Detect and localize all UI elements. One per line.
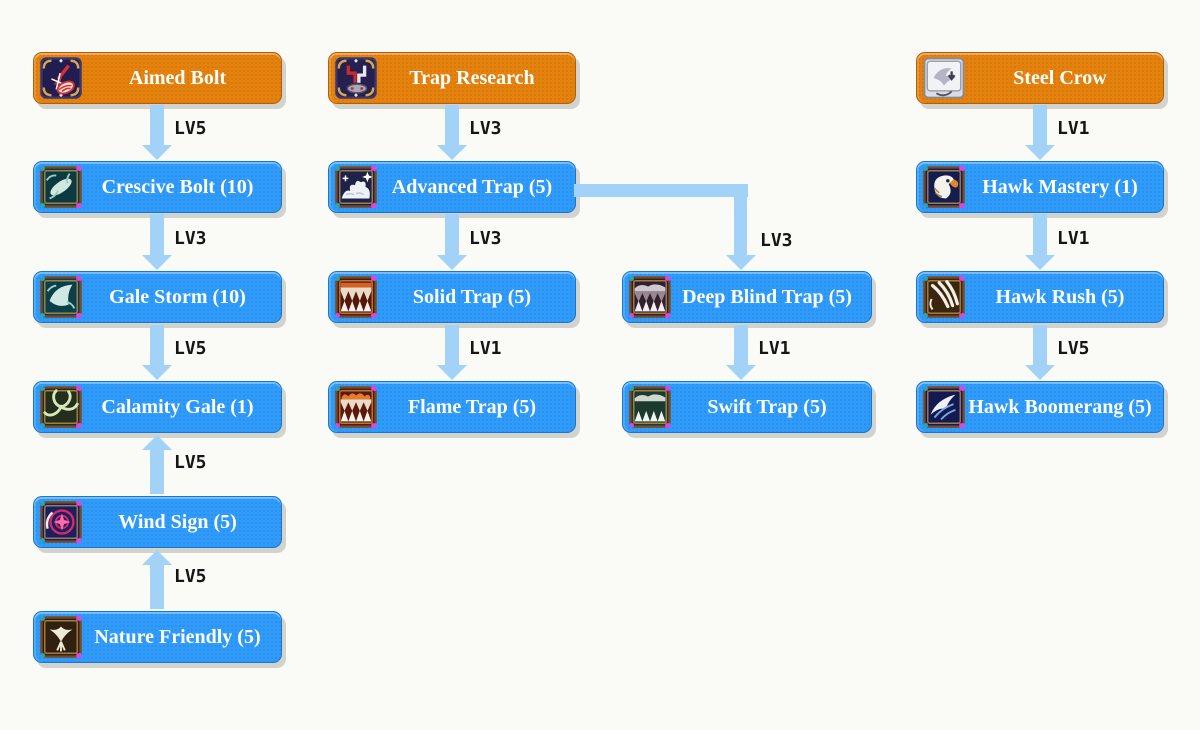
skill-node-aimed-bolt[interactable]: Aimed Bolt: [33, 52, 282, 104]
hawk-mastery-icon: [923, 166, 965, 208]
skill-node-deep-blind-trap[interactable]: Deep Blind Trap (5): [622, 271, 872, 323]
wind-sign-icon: [40, 501, 82, 543]
skill-node-gale-storm[interactable]: Gale Storm (10): [33, 271, 282, 323]
skill-node-label: Steel Crow: [1013, 66, 1107, 89]
advanced-trap-icon: [335, 166, 377, 208]
skill-node-label: Solid Trap (5): [412, 285, 532, 308]
skill-node-advanced-trap[interactable]: Advanced Trap (5): [328, 161, 576, 213]
calamity-gale-icon: [40, 386, 82, 428]
gale-storm-icon: [40, 276, 82, 318]
hawk-rush-icon: [923, 276, 965, 318]
skill-node-label: Trap Research: [409, 66, 535, 89]
skill-node-label: Deep Blind Trap (5): [682, 285, 852, 308]
aimed-bolt-icon: [40, 57, 82, 99]
connector-advanced-trap-to-deep-blind-trap: [734, 184, 747, 256]
arrow-solid-trap-to-flame-trap: [437, 325, 467, 380]
level-requirement-label: LV5: [1057, 338, 1090, 359]
skill-node-steel-crow[interactable]: Steel Crow: [916, 52, 1164, 104]
arrow-trap-research-to-advanced-trap: [437, 105, 467, 160]
skill-node-label: Gale Storm (10): [109, 285, 246, 308]
level-requirement-label: LV3: [174, 228, 207, 249]
crescive-bolt-icon: [40, 166, 82, 208]
arrow-crescive-bolt-to-gale-storm: [142, 214, 172, 270]
skill-node-label: Hawk Boomerang (5): [968, 395, 1152, 418]
skill-node-label: Swift Trap (5): [707, 395, 827, 418]
skill-node-label: Nature Friendly (5): [94, 625, 261, 648]
skill-node-label: Aimed Bolt: [128, 66, 227, 89]
arrow-gale-storm-to-calamity-gale: [142, 325, 172, 380]
arrow-deep-blind-trap-to-swift-trap: [726, 325, 756, 380]
skill-node-label: Hawk Rush (5): [995, 285, 1125, 308]
level-requirement-label: LV5: [174, 118, 207, 139]
skill-node-label: Hawk Mastery (1): [982, 175, 1138, 198]
arrow-hawk-rush-to-hawk-boomerang: [1025, 325, 1055, 380]
arrow-hawk-mastery-to-hawk-rush: [1025, 214, 1055, 270]
skill-node-crescive-bolt[interactable]: Crescive Bolt (10): [33, 161, 282, 213]
level-requirement-label: LV1: [469, 338, 502, 359]
level-requirement-label: LV1: [1057, 228, 1090, 249]
level-requirement-label: LV3: [469, 228, 502, 249]
skill-node-nature-friendly[interactable]: Nature Friendly (5): [33, 611, 282, 663]
connector-advanced-trap-to-deep-blind-trap: [574, 184, 748, 197]
solid-trap-icon: [335, 276, 377, 318]
skill-node-label: Calamity Gale (1): [101, 395, 254, 418]
arrow-aimed-bolt-to-crescive-bolt: [142, 105, 172, 160]
skill-node-calamity-gale[interactable]: Calamity Gale (1): [33, 381, 282, 433]
skill-node-label: Flame Trap (5): [407, 395, 537, 418]
level-requirement-label: LV5: [174, 566, 207, 587]
trap-research-icon: [335, 57, 377, 99]
level-requirement-label: LV5: [174, 452, 207, 473]
level-requirement-label: LV1: [1057, 118, 1090, 139]
steel-crow-icon: [923, 57, 965, 99]
level-requirement-label: LV3: [760, 230, 793, 251]
hawk-boomerang-icon: [923, 386, 965, 428]
skill-node-label: Advanced Trap (5): [391, 175, 553, 198]
deep-blind-trap-icon: [629, 276, 671, 318]
skill-node-hawk-mastery[interactable]: Hawk Mastery (1): [916, 161, 1164, 213]
level-requirement-label: LV1: [758, 338, 791, 359]
arrow-advanced-trap-to-solid-trap: [437, 214, 467, 270]
skill-node-wind-sign[interactable]: Wind Sign (5): [33, 496, 282, 548]
skill-node-swift-trap[interactable]: Swift Trap (5): [622, 381, 872, 433]
level-requirement-label: LV5: [174, 338, 207, 359]
connector-arrowhead: [726, 255, 756, 270]
nature-friendly-icon: [40, 616, 82, 658]
swift-trap-icon: [629, 386, 671, 428]
skill-node-label: Wind Sign (5): [118, 510, 237, 533]
arrow-nature-friendly-to-wind-sign: [142, 550, 172, 609]
skill-node-hawk-rush[interactable]: Hawk Rush (5): [916, 271, 1164, 323]
skill-node-hawk-boomerang[interactable]: Hawk Boomerang (5): [916, 381, 1164, 433]
level-requirement-label: LV3: [469, 118, 502, 139]
skill-node-trap-research[interactable]: Trap Research: [328, 52, 576, 104]
skill-node-label: Crescive Bolt (10): [101, 175, 254, 198]
skill-node-solid-trap[interactable]: Solid Trap (5): [328, 271, 576, 323]
skill-node-flame-trap[interactable]: Flame Trap (5): [328, 381, 576, 433]
flame-trap-icon: [335, 386, 377, 428]
arrow-wind-sign-to-calamity-gale: [142, 435, 172, 494]
arrow-steel-crow-to-hawk-mastery: [1025, 105, 1055, 160]
